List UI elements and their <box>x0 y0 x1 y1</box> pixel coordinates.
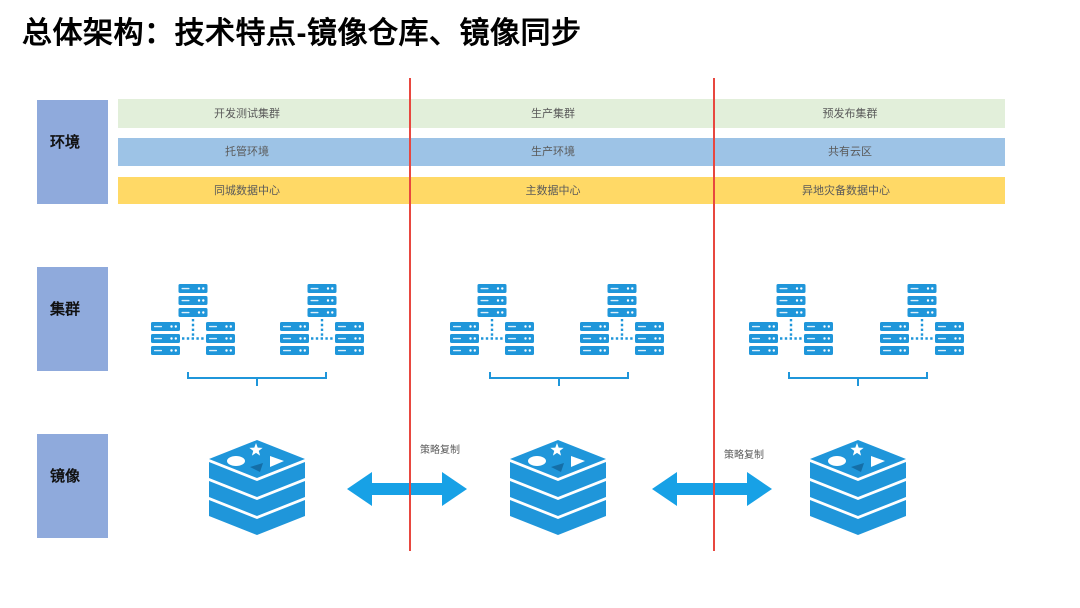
zone-divider <box>713 78 715 551</box>
environment-cell: 托管环境 <box>225 146 269 158</box>
environment-cell: 开发测试集群 <box>214 107 280 120</box>
server-cluster-icon <box>450 284 534 358</box>
side-label-text: 环境 <box>50 134 81 151</box>
cluster-group-bracket <box>489 371 629 387</box>
environment-cell: 生产集群 <box>531 107 575 120</box>
environment-row-hosting: 托管环境 生产环境 共有云区 <box>118 138 1005 166</box>
image-registry-icon <box>810 440 906 535</box>
cluster-group-bracket <box>788 371 928 387</box>
environment-cell: 预发布集群 <box>822 107 878 120</box>
environment-cell: 生产环境 <box>531 146 575 158</box>
side-label-image: 镜像 <box>37 434 108 538</box>
side-label-text: 集群 <box>50 301 81 318</box>
image-registry-icon <box>510 440 606 535</box>
side-label-text: 镜像 <box>50 468 81 485</box>
server-cluster-icon <box>280 284 364 358</box>
replication-label: 策略复制 <box>724 450 764 461</box>
server-cluster-icon <box>580 284 664 358</box>
replication-label: 策略复制 <box>420 445 460 456</box>
environment-cell: 共有云区 <box>828 146 872 158</box>
image-registry-icon <box>209 440 305 535</box>
side-label-cluster: 集群 <box>37 267 108 371</box>
server-cluster-icon <box>151 284 235 358</box>
double-arrow-icon <box>347 472 467 506</box>
double-arrow-icon <box>652 472 772 506</box>
server-cluster-icon <box>880 284 964 358</box>
environment-row-datacenter: 同城数据中心 主数据中心 异地灾备数据中心 <box>118 177 1005 204</box>
environment-cell: 主数据中心 <box>525 184 581 197</box>
side-label-environment: 环境 <box>37 100 108 204</box>
environment-cell: 异地灾备数据中心 <box>802 184 890 197</box>
zone-divider <box>409 78 411 551</box>
cluster-group-bracket <box>187 371 327 387</box>
server-cluster-icon <box>749 284 833 358</box>
page-title: 总体架构：技术特点-镜像仓库、镜像同步 <box>22 17 582 50</box>
environment-cell: 同城数据中心 <box>214 184 280 197</box>
environment-row-cluster: 开发测试集群 生产集群 预发布集群 <box>118 99 1005 128</box>
